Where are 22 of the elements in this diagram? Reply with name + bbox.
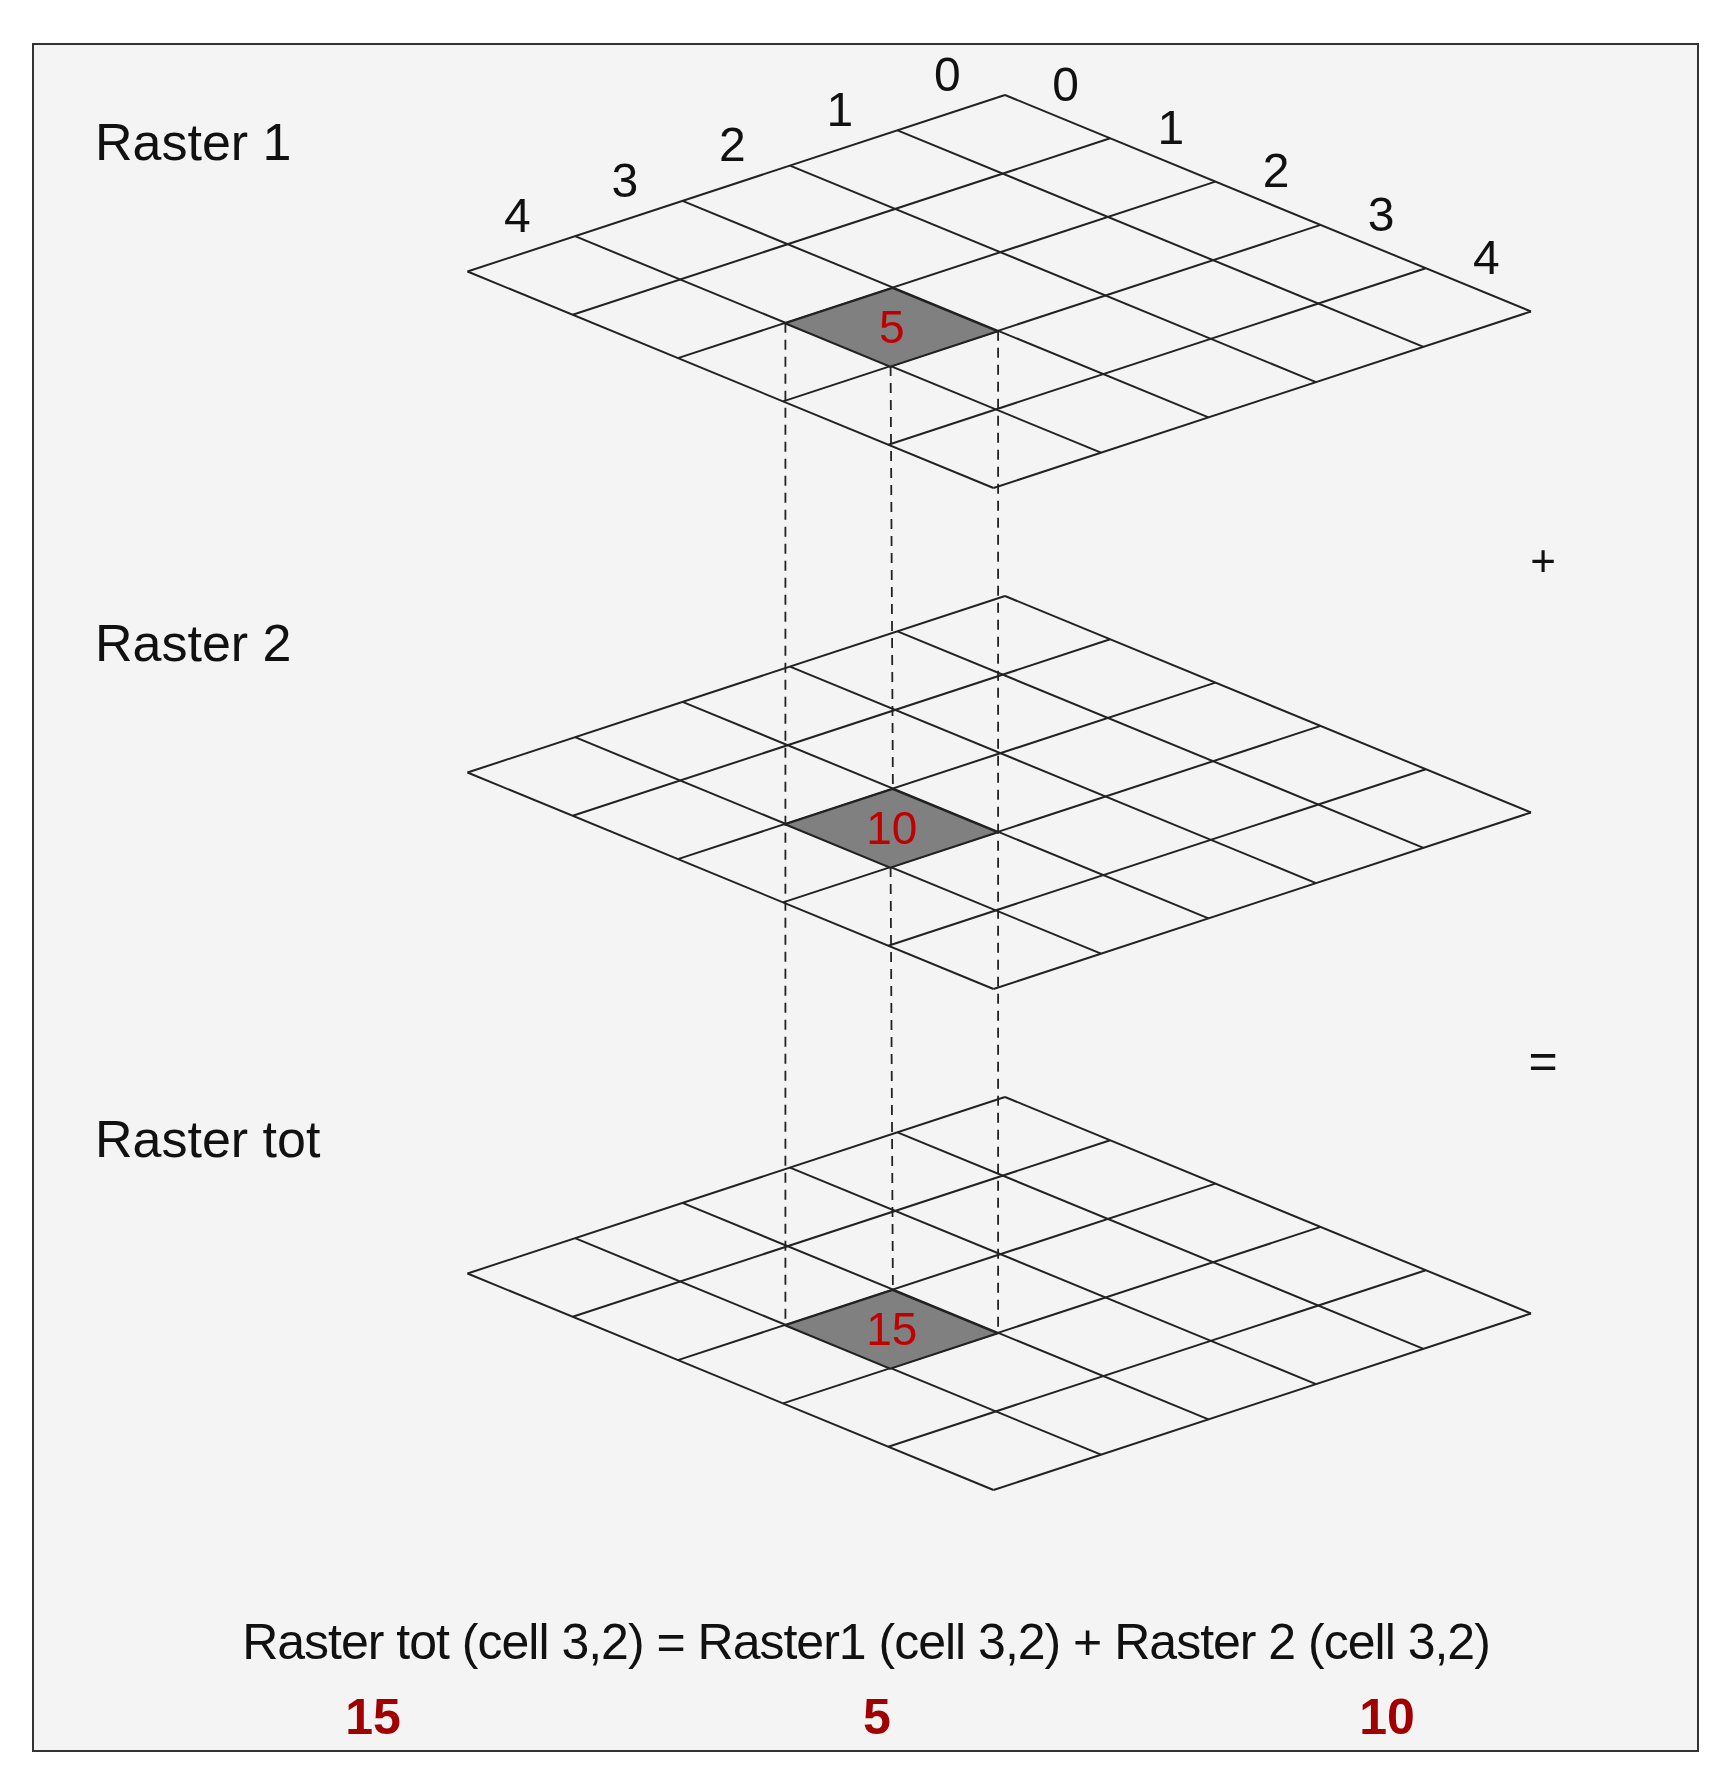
raster-title: Raster tot <box>95 1113 321 1165</box>
axis-index: 4 <box>503 191 531 240</box>
cell-value: 15 <box>866 1305 918 1352</box>
raster-title: Raster 2 <box>95 617 292 669</box>
axis-index: 0 <box>933 50 961 99</box>
value-label: 5 <box>863 1692 891 1742</box>
plus-sign: + <box>1530 539 1556 583</box>
value-label: 15 <box>345 1692 401 1742</box>
axis-index: 4 <box>1473 233 1500 282</box>
cell-value: 5 <box>878 303 905 350</box>
axis-index: 1 <box>1157 103 1185 152</box>
axis-index: 2 <box>718 121 746 170</box>
value-label: 10 <box>1359 1692 1415 1742</box>
axis-index: 3 <box>1367 190 1395 239</box>
cell-value: 10 <box>866 804 918 851</box>
axis-index: 0 <box>1052 60 1079 109</box>
axis-index: 1 <box>826 85 854 134</box>
axis-index: 2 <box>1262 147 1290 196</box>
formula-text: Raster tot (cell 3,2) = Raster1 (cell 3,2) + Raster 2 (cell 3,2) <box>242 1617 1490 1667</box>
raster-title: Raster 1 <box>95 116 292 168</box>
equals-sign: = <box>1528 1036 1558 1086</box>
axis-index: 3 <box>611 156 639 205</box>
